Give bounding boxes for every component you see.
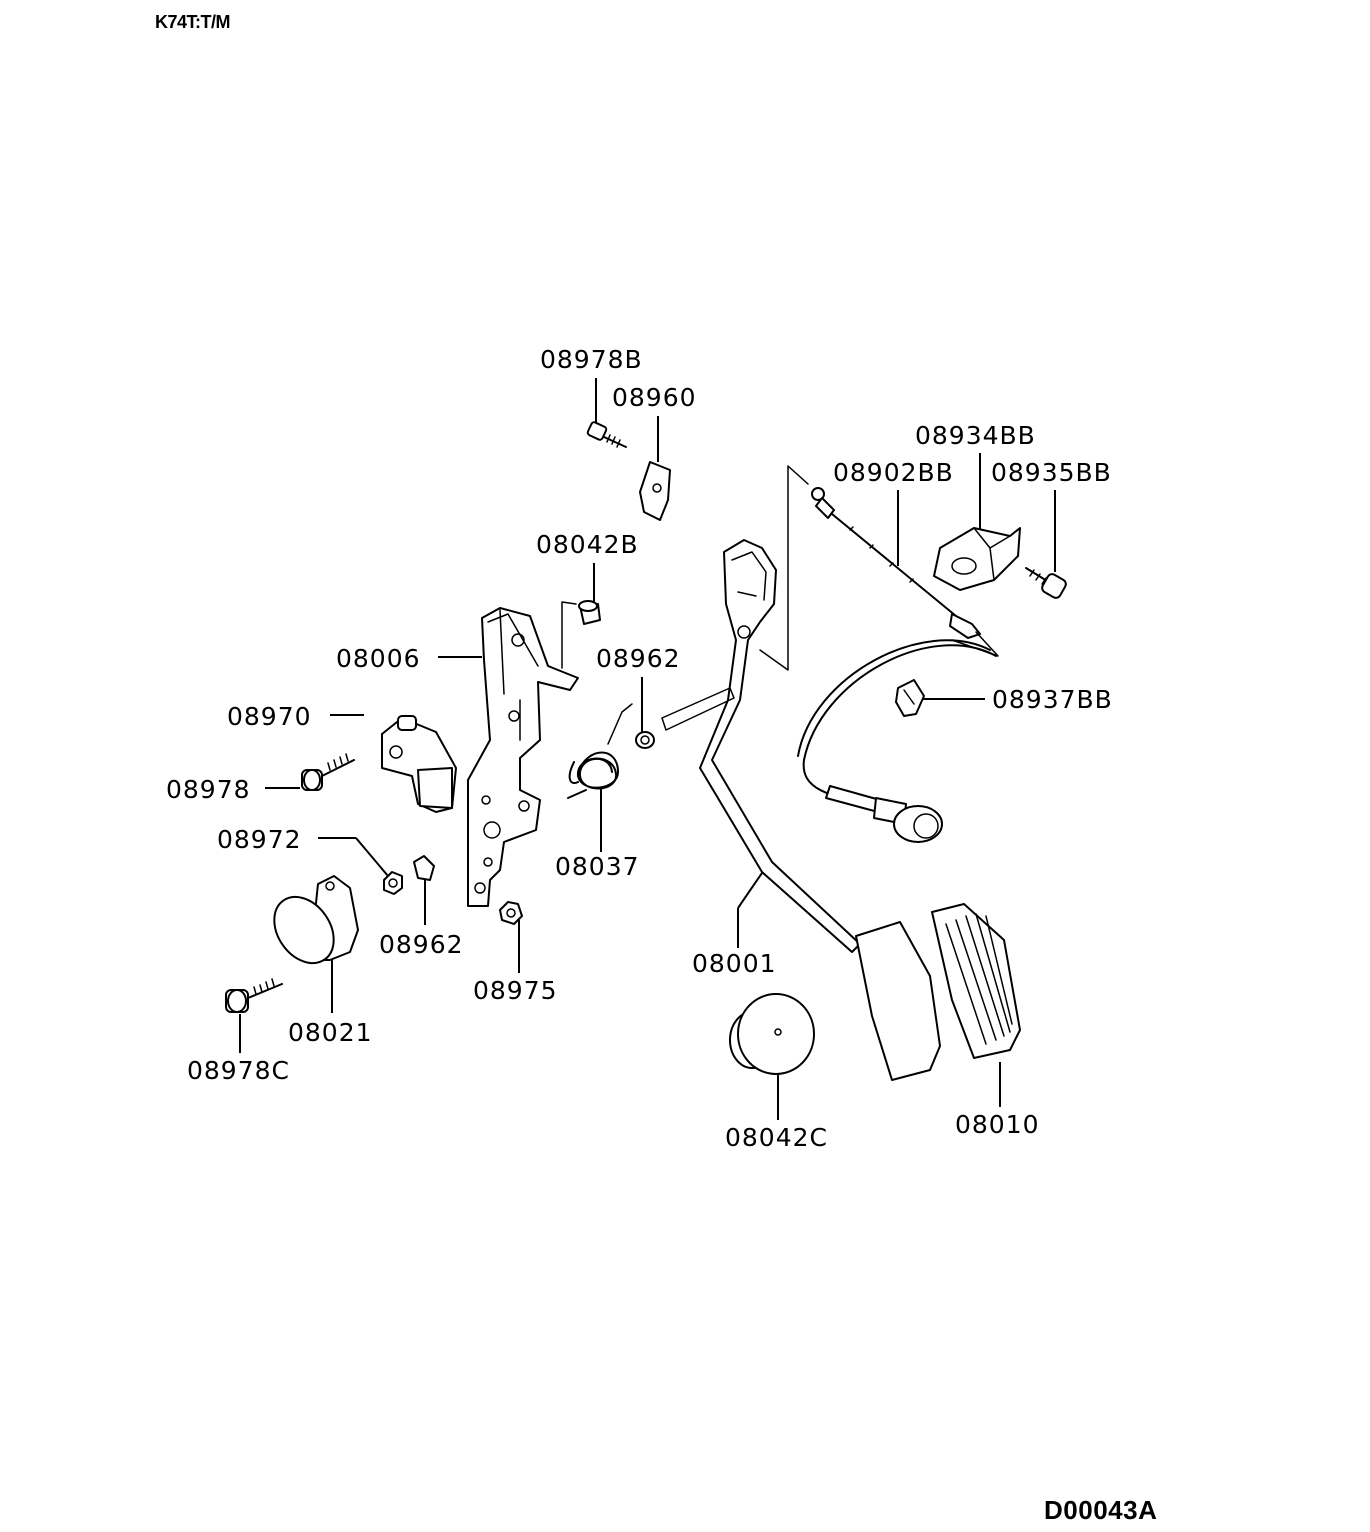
callout-08975[interactable]: 08975: [473, 976, 558, 1005]
rod-08902bb-icon: [811, 487, 999, 657]
callout-08042b[interactable]: 08042B: [536, 530, 639, 559]
callout-08902bb[interactable]: 08902BB: [833, 458, 954, 487]
switch-08970-icon: [381, 715, 457, 813]
callout-08978c[interactable]: 08978C: [187, 1056, 290, 1085]
callout-08037[interactable]: 08037: [555, 852, 640, 881]
cable-icon: [797, 639, 997, 843]
callout-08934bb[interactable]: 08934BB: [915, 421, 1036, 450]
nut-08975-icon: [499, 901, 523, 925]
callout-08978b[interactable]: 08978B: [540, 345, 643, 374]
callout-08935bb[interactable]: 08935BB: [991, 458, 1112, 487]
bracket-08934bb-icon: [933, 527, 1021, 591]
callout-08021[interactable]: 08021: [288, 1018, 373, 1047]
callout-08970[interactable]: 08970: [227, 702, 312, 731]
callout-08937bb[interactable]: 08937BB: [992, 685, 1113, 714]
plate-08960-icon: [639, 461, 671, 521]
callout-08042c[interactable]: 08042C: [725, 1123, 828, 1152]
cylinder-08021-icon: [273, 875, 359, 965]
callout-08978[interactable]: 08978: [166, 775, 251, 804]
clip-08962-upper-icon: [635, 731, 655, 749]
callout-08006[interactable]: 08006: [336, 644, 421, 673]
cap-08042c-icon: [729, 993, 815, 1075]
pedal-pad-back-icon: [855, 921, 941, 1081]
leader-lines: [239, 378, 1056, 1120]
callout-08001[interactable]: 08001: [692, 949, 777, 978]
clip-08937bb-icon: [895, 679, 925, 717]
bolt-08978-icon: [301, 753, 355, 791]
nut-08972-icon: [383, 871, 403, 895]
diagram-id: D00043A: [1044, 1495, 1158, 1525]
bolt-08978c-icon: [225, 978, 283, 1013]
spring-08037-icon: [567, 703, 633, 799]
callout-08010[interactable]: 08010: [955, 1110, 1040, 1139]
pedal-arm-08001-icon: [661, 465, 861, 953]
callout-08960[interactable]: 08960: [612, 383, 697, 412]
bolt-08935bb-icon: [1025, 567, 1067, 599]
pedal-pad-08010-icon: [931, 903, 1021, 1059]
model-code: K74T:T/M: [155, 12, 231, 32]
callout-08972[interactable]: 08972: [217, 825, 302, 854]
callout-08962-bottom[interactable]: 08962: [379, 930, 464, 959]
clip-08962-lower-icon: [413, 855, 435, 881]
callout-08962-top[interactable]: 08962: [596, 644, 681, 673]
bolt-08978b-icon: [586, 421, 627, 448]
bracket-08006-icon: [467, 607, 579, 907]
stopper-08042b-icon: [561, 600, 601, 669]
